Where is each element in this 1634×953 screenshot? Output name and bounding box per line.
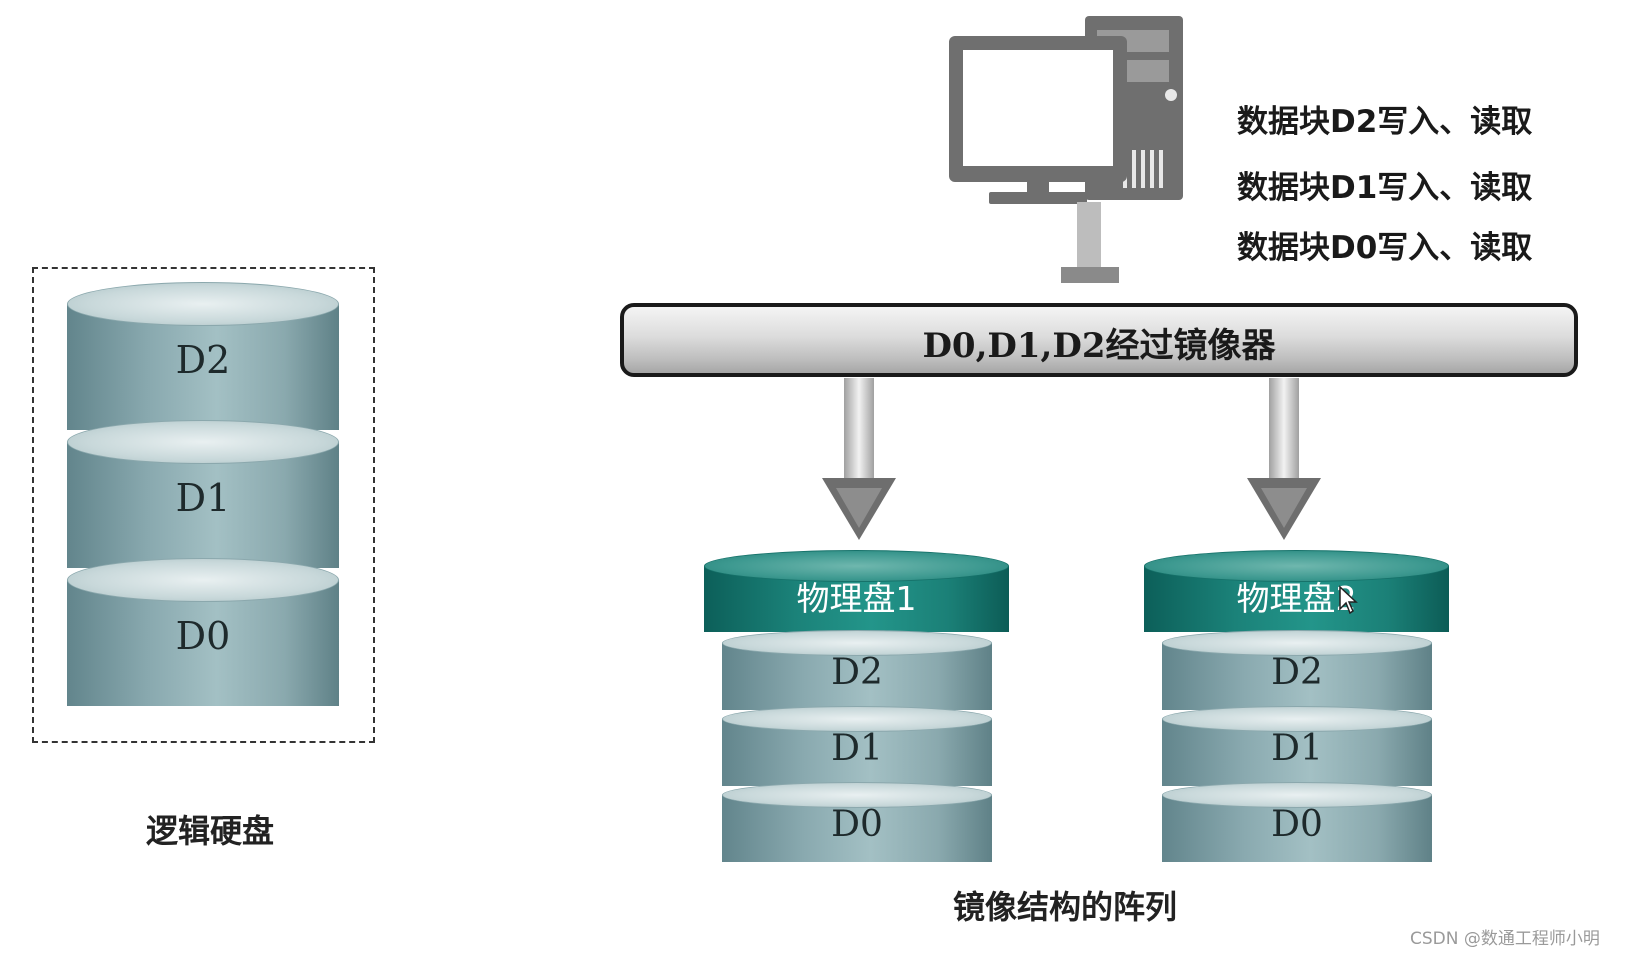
physical-disk-label: 物理盘1: [796, 579, 917, 618]
logical-block-d1: D1: [67, 420, 339, 568]
logical-block-d0: D0: [67, 558, 339, 706]
physical-block-label: D0: [831, 804, 883, 845]
down-arrow-icon: [822, 378, 896, 540]
physical-disk-1-block-d2: D2: [722, 630, 992, 710]
operation-line: 数据块D2写入、读取: [1237, 104, 1533, 140]
physical-block-label: D2: [1271, 652, 1323, 693]
physical-disk-label: 物理盘2: [1236, 579, 1357, 618]
logical-disk-frame: [32, 267, 375, 743]
logical-disk-caption: 逻辑硬盘: [145, 812, 274, 850]
logical-block-label: D1: [175, 476, 231, 520]
mirror-array-caption: 镜像结构的阵列: [952, 888, 1177, 926]
down-arrow-icon: [1247, 378, 1321, 540]
physical-disk-1-block-d1: D1: [722, 706, 992, 786]
watermark: CSDN @数通工程师小明: [1410, 929, 1600, 949]
mirror-bar: [620, 303, 1578, 377]
physical-disk-2-block-d0: D0: [1162, 782, 1432, 862]
mirror-bar-label: D0,D1,D2经过镜像器: [922, 326, 1276, 366]
desktop-computer-icon: [949, 16, 1183, 283]
physical-disk-1-block-d0: D0: [722, 782, 992, 862]
logical-block-d2: D2: [67, 282, 339, 430]
physical-disk-2-head: 物理盘2: [1144, 550, 1449, 632]
physical-block-label: D1: [1271, 728, 1323, 769]
physical-block-label: D0: [1271, 804, 1323, 845]
physical-disk-2-block-d1: D1: [1162, 706, 1432, 786]
physical-block-label: D1: [831, 728, 883, 769]
logical-block-label: D2: [175, 338, 231, 382]
logical-block-label: D0: [175, 614, 231, 658]
physical-disk-1-head: 物理盘1: [704, 550, 1009, 632]
physical-disk-2-block-d2: D2: [1162, 630, 1432, 710]
operation-line: 数据块D1写入、读取: [1237, 170, 1533, 206]
physical-block-label: D2: [831, 652, 883, 693]
operation-line: 数据块D0写入、读取: [1237, 230, 1533, 266]
mouse-pointer-icon: [1339, 585, 1358, 615]
